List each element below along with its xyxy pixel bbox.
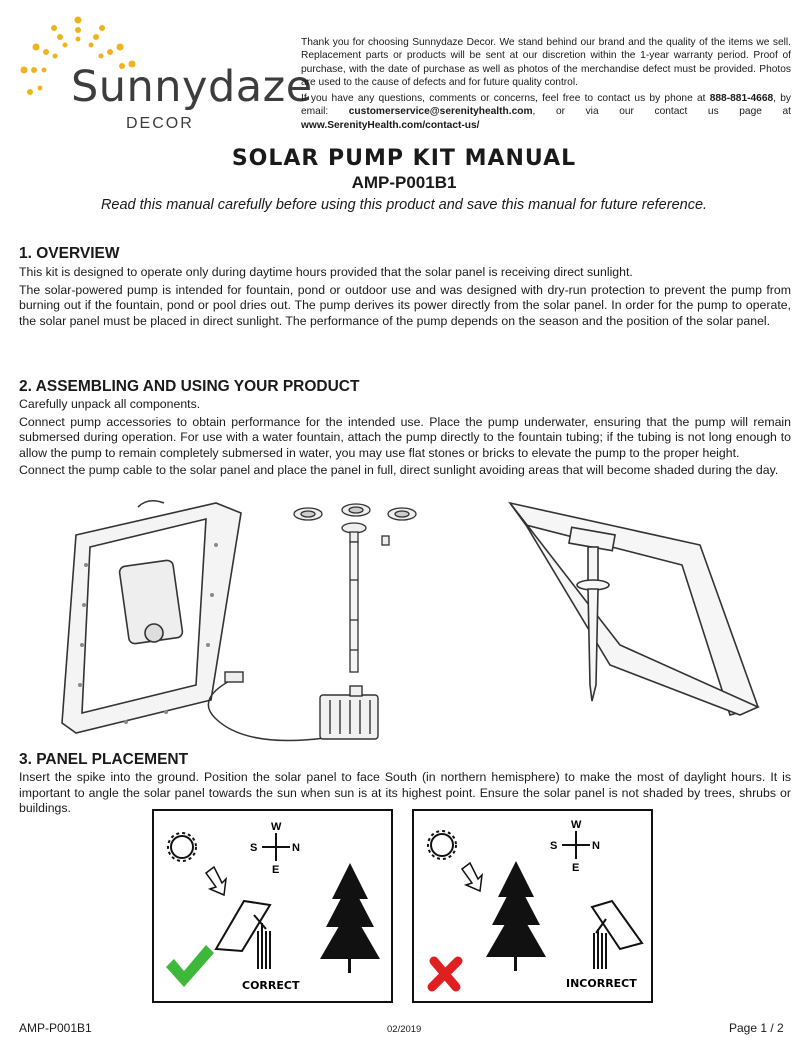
model-number: AMP-P001B1 (351, 173, 457, 192)
incorrect-label: INCORRECT (566, 977, 637, 990)
compass-s: S (550, 840, 557, 852)
compass-icon (262, 833, 290, 861)
pump-with-cable-illustration (207, 671, 379, 742)
compass-n: N (592, 840, 600, 852)
correct-label: CORRECT (242, 979, 300, 992)
incorrect-placement-diagram: W S N E INCORRECT (412, 809, 653, 1003)
footer-model: AMP-P001B1 (19, 1021, 92, 1035)
email-link[interactable]: customerservice@serenityhealth.com (348, 106, 533, 118)
placement-p1: Insert the spike into the ground. Positi… (19, 770, 791, 816)
tagline: Read this manual carefully before using … (100, 197, 708, 213)
brand-name: Sunnydaze (71, 62, 313, 112)
panel-on-spike-illustration (508, 501, 760, 716)
tree-icon (486, 861, 546, 971)
phone-number: 888-881-4668 (709, 93, 774, 105)
compass-n: N (292, 842, 300, 854)
assembling-body: Carefully unpack all components. Connect… (19, 397, 791, 481)
placement-body: Insert the spike into the ground. Positi… (19, 770, 791, 819)
overview-p2: The solar-powered pump is intended for f… (19, 282, 791, 328)
compass-e: E (572, 862, 579, 874)
compass-icon (562, 831, 590, 859)
tree-icon (320, 863, 380, 973)
intro-warranty: Thank you for choosing Sunnydaze Decor. … (301, 37, 791, 88)
section-heading-assembling: 2. ASSEMBLING AND USING YOUR PRODUCT (19, 378, 360, 395)
footer-date: 02/2019 (387, 1024, 422, 1035)
fountain-nozzles-illustration (293, 503, 417, 673)
assembling-p3: Connect the pump cable to the solar pane… (19, 463, 779, 478)
compass-w: W (571, 819, 582, 831)
brand-sub: DECOR (126, 115, 194, 132)
sun-rays-icon (20, 16, 136, 95)
overview-p1: This kit is designed to operate only dur… (19, 265, 633, 279)
sun-icon (167, 832, 197, 862)
sun-arrow-icon (204, 865, 228, 897)
brand-logo: Sunnydaze DECOR (14, 14, 312, 132)
footer-page: Page 1 / 2 (729, 1021, 784, 1035)
assembling-p1: Carefully unpack all components. (19, 397, 201, 411)
contact-url[interactable]: www.SerenityHealth.com/contact-us/ (301, 119, 480, 131)
tilted-panel-icon (590, 899, 644, 969)
cross-icon (427, 956, 463, 992)
compass-e: E (272, 864, 279, 876)
section-heading-overview: 1. OVERVIEW (19, 245, 120, 262)
check-icon (166, 945, 214, 987)
solar-panel-back-illustration (61, 499, 242, 734)
tilted-panel-icon (214, 899, 272, 969)
compass-w: W (271, 821, 282, 833)
page-title: SOLAR PUMP KIT MANUAL (231, 146, 577, 171)
compass-s: S (250, 842, 257, 854)
intro-text: Thank you for choosing Sunnydaze Decor. … (301, 36, 791, 135)
assembling-p2: Connect pump accessories to obtain perfo… (19, 414, 791, 460)
intro-contact: If you have any questions, comments or c… (301, 93, 791, 131)
correct-placement-diagram: W S N E CORRECT (152, 809, 393, 1003)
overview-body: This kit is designed to operate only dur… (19, 265, 791, 331)
section-heading-placement: 3. PANEL PLACEMENT (19, 751, 189, 768)
sun-icon (427, 830, 457, 860)
sun-arrow-icon (460, 861, 484, 893)
